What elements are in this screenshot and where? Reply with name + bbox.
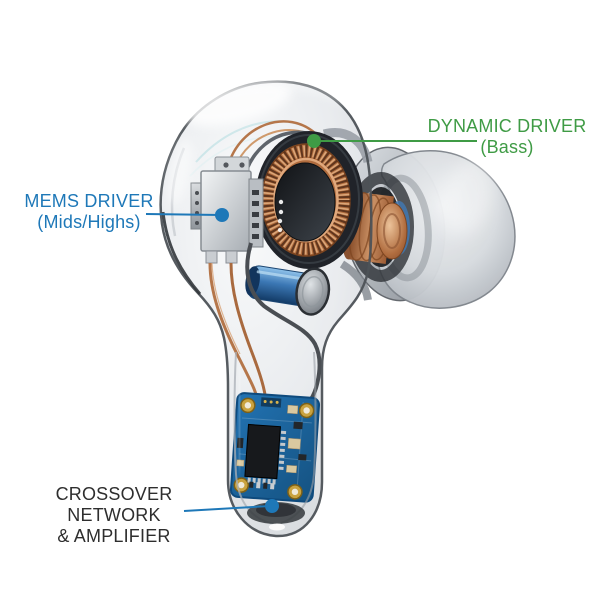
ear-tip-highlight <box>440 157 496 235</box>
mems-driver-callout-dot <box>215 208 229 222</box>
battery-cylinder <box>245 265 331 316</box>
callouts <box>145 134 477 513</box>
crossover-leader-line <box>183 505 271 512</box>
dynamic-driver-component <box>255 131 363 269</box>
diaphragm <box>274 162 336 242</box>
amplifier-ic <box>244 423 281 480</box>
glass-reflection-arc-2 <box>189 135 297 177</box>
magnet-cylinder-face <box>376 202 408 260</box>
shell-outline-dark-left <box>161 211 202 295</box>
copper-wire-stem-1 <box>208 262 260 405</box>
dynamic-driver-label: DYNAMIC DRIVER (Bass) <box>417 116 597 158</box>
copper-wire-stem-2 <box>229 262 268 403</box>
mems-driver-label-line2: (Mids/Highs) <box>37 212 141 232</box>
copper-wire-stem-highlight <box>211 262 241 355</box>
mems-driver-leader-line <box>145 213 222 216</box>
crossover-label: CROSSOVER NETWORK & AMPLIFIER <box>10 484 218 547</box>
stem-highlight <box>237 364 242 471</box>
shell-highlight-top <box>184 82 292 126</box>
dynamic-driver-callout-dot <box>307 134 321 148</box>
crossover-callout-dot <box>265 499 279 513</box>
shell-highlight-top-arc <box>204 81 346 105</box>
mems-driver-label: MEMS DRIVER (Mids/Highs) <box>4 191 174 233</box>
shell-highlight-left <box>167 138 193 206</box>
crossover-label-line2: & AMPLIFIER <box>57 526 171 546</box>
crossover-pcb-component <box>229 392 321 503</box>
stem-bottom-glint <box>269 523 285 531</box>
dynamic-driver-label-line1: DYNAMIC DRIVER <box>427 116 587 136</box>
magnet-cylinder-face-inner <box>383 213 401 249</box>
mems-driver-component <box>190 156 264 264</box>
dynamic-driver-label-line2: (Bass) <box>480 137 534 157</box>
crossover-label-line1: CROSSOVER NETWORK <box>55 484 173 525</box>
copper-wire-arc-1 <box>226 120 317 167</box>
pcb-small-components <box>236 404 307 490</box>
nozzle-band-bottom <box>339 260 372 301</box>
mems-driver-label-line1: MEMS DRIVER <box>24 191 154 211</box>
shell-outline <box>159 80 373 538</box>
